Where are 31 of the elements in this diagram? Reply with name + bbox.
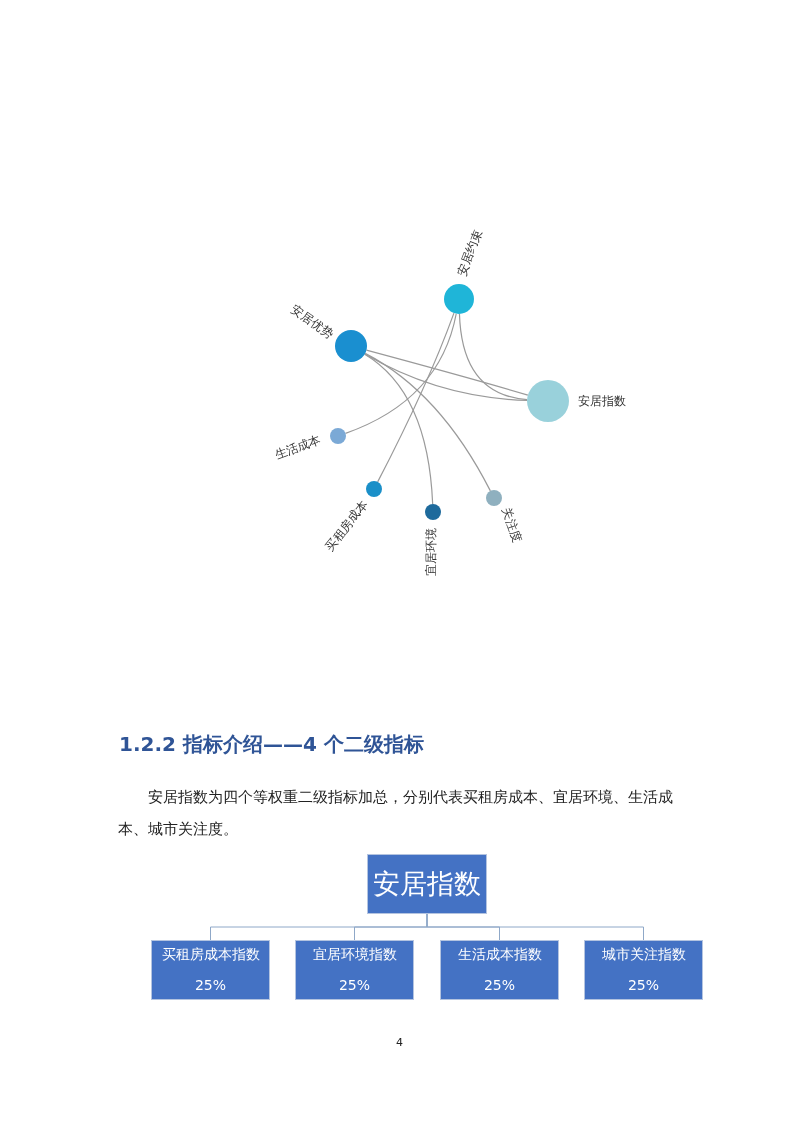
index-box [151,940,270,1000]
node-label: 生活成本 [272,431,324,465]
box-title: 买租房成本指数 [161,946,260,964]
link-curve [377,312,455,483]
node-label: 宜居环境 [422,528,439,576]
weight-label: 25% [194,977,227,993]
weight-label: 25% [338,977,371,993]
link-curve [364,353,434,505]
box-title: 生活成本指数 [457,946,542,964]
box-title: 城市关注指数 [601,946,686,964]
index-box [440,940,559,1000]
index-box [295,940,414,1000]
index-box [584,940,703,1000]
body-paragraph: 安居指数为四个等权重二级指标加总，分别代表买租房成本、宜居环境、生活成本、城市关注度。 [118,787,673,840]
weight-label: 25% [627,977,660,993]
link-curve [344,313,457,434]
tree-connector [426,913,644,941]
node-label: 买租房成本 [321,497,372,555]
weight-label: 25% [483,977,516,993]
node-label: 安居指数 [578,392,626,410]
node-label: 关注度 [497,505,526,545]
node-label: 安居约束 [453,227,486,279]
box-title: 安居指数 [373,867,481,901]
page-number: 4 [396,1036,403,1049]
link-curve [365,349,529,396]
root-box [367,854,487,914]
link-curve [458,313,528,401]
node-label: 安居优势 [287,301,337,343]
link-curve [364,352,491,492]
box-title: 宜居环境指数 [312,946,397,964]
section-heading: 1.2.2 指标介绍——4 个二级指标 [119,731,424,758]
